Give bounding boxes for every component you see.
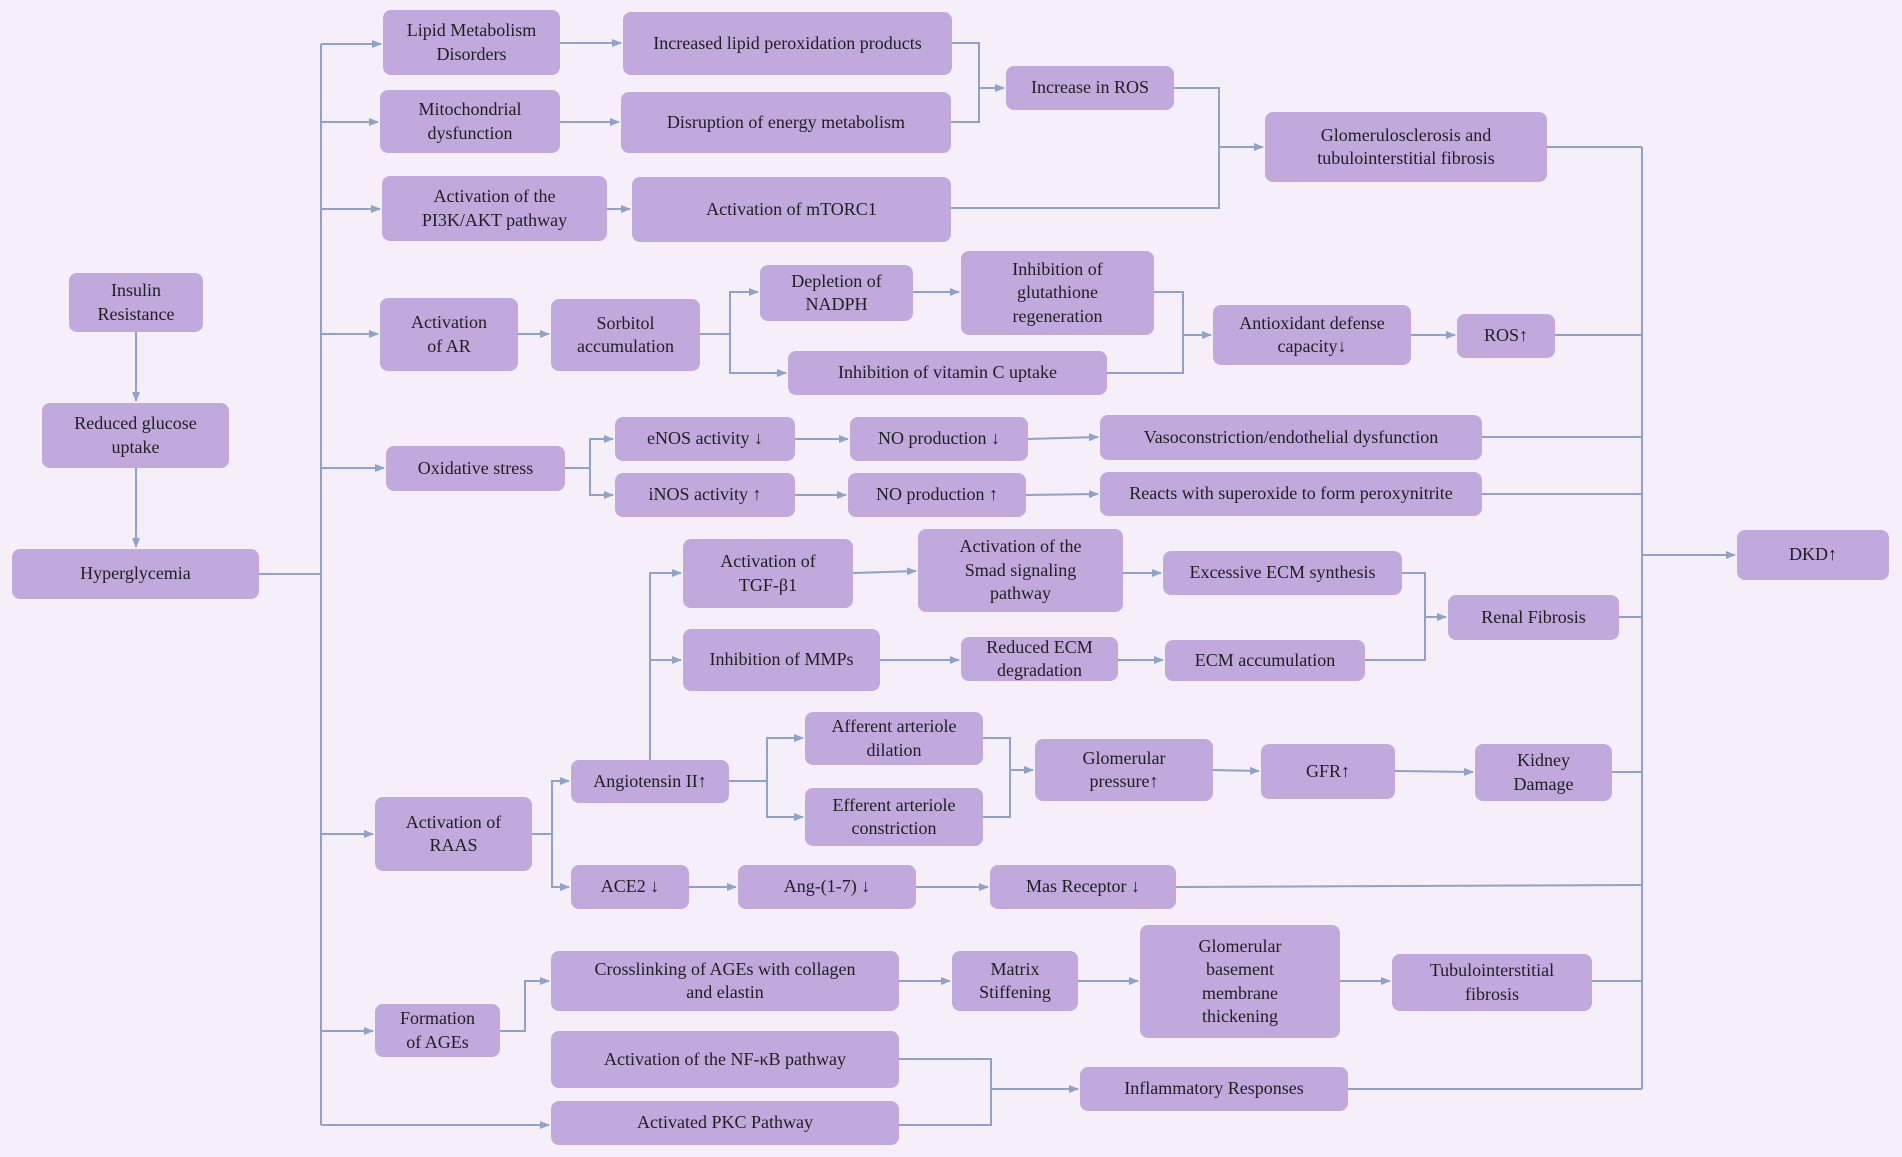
node-efferent-arteriole: Efferent arteriole constriction xyxy=(805,788,983,846)
node-glomerular-pressure: Glomerular pressure↑ xyxy=(1035,739,1213,801)
node-matrix-stiffening: Matrix Stiffening xyxy=(952,951,1078,1011)
node-sorbitol-accumulation: Sorbitol accumulation xyxy=(551,299,700,371)
connector-arrow xyxy=(1025,490,1099,499)
connector-arrow xyxy=(565,435,614,469)
node-vasoconstriction: Vasoconstriction/endothelial dysfunction xyxy=(1100,415,1482,460)
node-mitochondrial-dysfunction: Mitochondrial dysfunction xyxy=(380,90,560,153)
node-ace2: ACE2 ↓ xyxy=(571,865,689,909)
node-depletion-nadph: Depletion of NADPH xyxy=(760,265,913,321)
node-crosslinking-ages: Crosslinking of AGEs with collagen and e… xyxy=(551,951,899,1011)
connector-arrow xyxy=(1175,884,1643,888)
connector-arrow xyxy=(729,334,787,377)
node-no-production-down: NO production ↓ xyxy=(850,417,1028,461)
node-increased-lipid-peroxidation: Increased lipid peroxidation products xyxy=(623,12,952,75)
connector-arrow xyxy=(1107,291,1184,374)
node-smad-pathway: Activation of the Smad signaling pathway xyxy=(918,529,1123,612)
node-reduced-glucose-uptake: Reduced glucose uptake xyxy=(42,403,229,468)
node-dkd[interactable]: DKD↑ xyxy=(1737,530,1889,580)
node-kidney-damage: Kidney Damage xyxy=(1475,744,1612,801)
connector-arrow xyxy=(500,977,550,1032)
node-mas-receptor: Mas Receptor ↓ xyxy=(990,865,1176,909)
connector-arrow xyxy=(899,1058,992,1126)
connector-arrow xyxy=(1394,767,1474,776)
node-renal-fibrosis: Renal Fibrosis xyxy=(1448,595,1619,640)
node-no-production-up: NO production ↑ xyxy=(848,473,1026,517)
connector-arrow xyxy=(951,42,980,123)
node-inhibition-mmps: Inhibition of MMPs xyxy=(683,629,880,691)
node-activation-raas: Activation of RAAS xyxy=(375,797,532,871)
node-pi3k-akt-pathway: Activation of the PI3K/AKT pathway xyxy=(382,176,607,241)
node-afferent-arteriole: Afferent arteriole dilation xyxy=(805,712,983,765)
node-gfr-up: GFR↑ xyxy=(1261,744,1395,799)
node-disruption-energy-metabolism: Disruption of energy metabolism xyxy=(621,92,951,153)
node-inos-activity: iNOS activity ↑ xyxy=(615,473,795,517)
node-activation-tgf-b1: Activation of TGF-β1 xyxy=(683,539,853,608)
node-enos-activity: eNOS activity ↓ xyxy=(615,417,795,461)
node-hyperglycemia: Hyperglycemia xyxy=(12,549,259,599)
node-oxidative-stress: Oxidative stress xyxy=(386,446,565,491)
node-activation-of-ar: Activation of AR xyxy=(380,298,518,371)
connector-arrow xyxy=(852,567,917,576)
connector-arrow xyxy=(983,737,1011,818)
node-glomerulosclerosis: Glomerulosclerosis and tubulointerstitia… xyxy=(1265,112,1547,182)
node-gbm-thickening: Glomerular basement membrane thickening xyxy=(1140,925,1340,1038)
node-lipid-metabolism-disorders: Lipid Metabolism Disorders xyxy=(383,10,560,75)
node-angiotensin-ii: Angiotensin II↑ xyxy=(571,760,729,803)
connector-arrow xyxy=(700,288,759,335)
node-inhibition-vitamin-c: Inhibition of vitamin C uptake xyxy=(788,351,1107,395)
node-formation-ages: Formation of AGEs xyxy=(375,1004,500,1057)
connector-arrow xyxy=(729,734,804,782)
node-excessive-ecm-synthesis: Excessive ECM synthesis xyxy=(1163,551,1402,595)
connector-arrow xyxy=(1212,766,1260,775)
node-ecm-accumulation: ECM accumulation xyxy=(1165,640,1365,681)
connector-arrow xyxy=(649,569,682,760)
node-reduced-ecm-degradation: Reduced ECM degradation xyxy=(961,637,1118,681)
node-inflammatory-responses: Inflammatory Responses xyxy=(1080,1067,1348,1111)
node-antioxidant-defense: Antioxidant defense capacity↓ xyxy=(1213,305,1411,365)
connector-arrow xyxy=(766,781,804,821)
connector-arrow xyxy=(1027,433,1099,442)
connector-arrow xyxy=(551,834,570,891)
node-insulin-resistance: Insulin Resistance xyxy=(69,273,203,332)
connector-arrow xyxy=(532,777,570,835)
node-peroxynitrite: Reacts with superoxide to form peroxynit… xyxy=(1100,472,1482,516)
node-tubulointerstitial-fibrosis: Tubulointerstitial fibrosis xyxy=(1392,954,1592,1011)
node-increase-in-ros: Increase in ROS xyxy=(1006,66,1174,110)
node-activation-mtorc1: Activation of mTORC1 xyxy=(632,177,951,242)
node-ang-1-7: Ang-(1-7) ↓ xyxy=(738,865,916,909)
connector-arrow xyxy=(589,468,614,499)
node-inhibition-glutathione: Inhibition of glutathione regeneration xyxy=(961,251,1154,335)
node-activated-pkc: Activated PKC Pathway xyxy=(551,1101,899,1145)
node-ros-up: ROS↑ xyxy=(1457,314,1555,358)
node-nf-kb-pathway: Activation of the NF-κB pathway xyxy=(551,1031,899,1088)
